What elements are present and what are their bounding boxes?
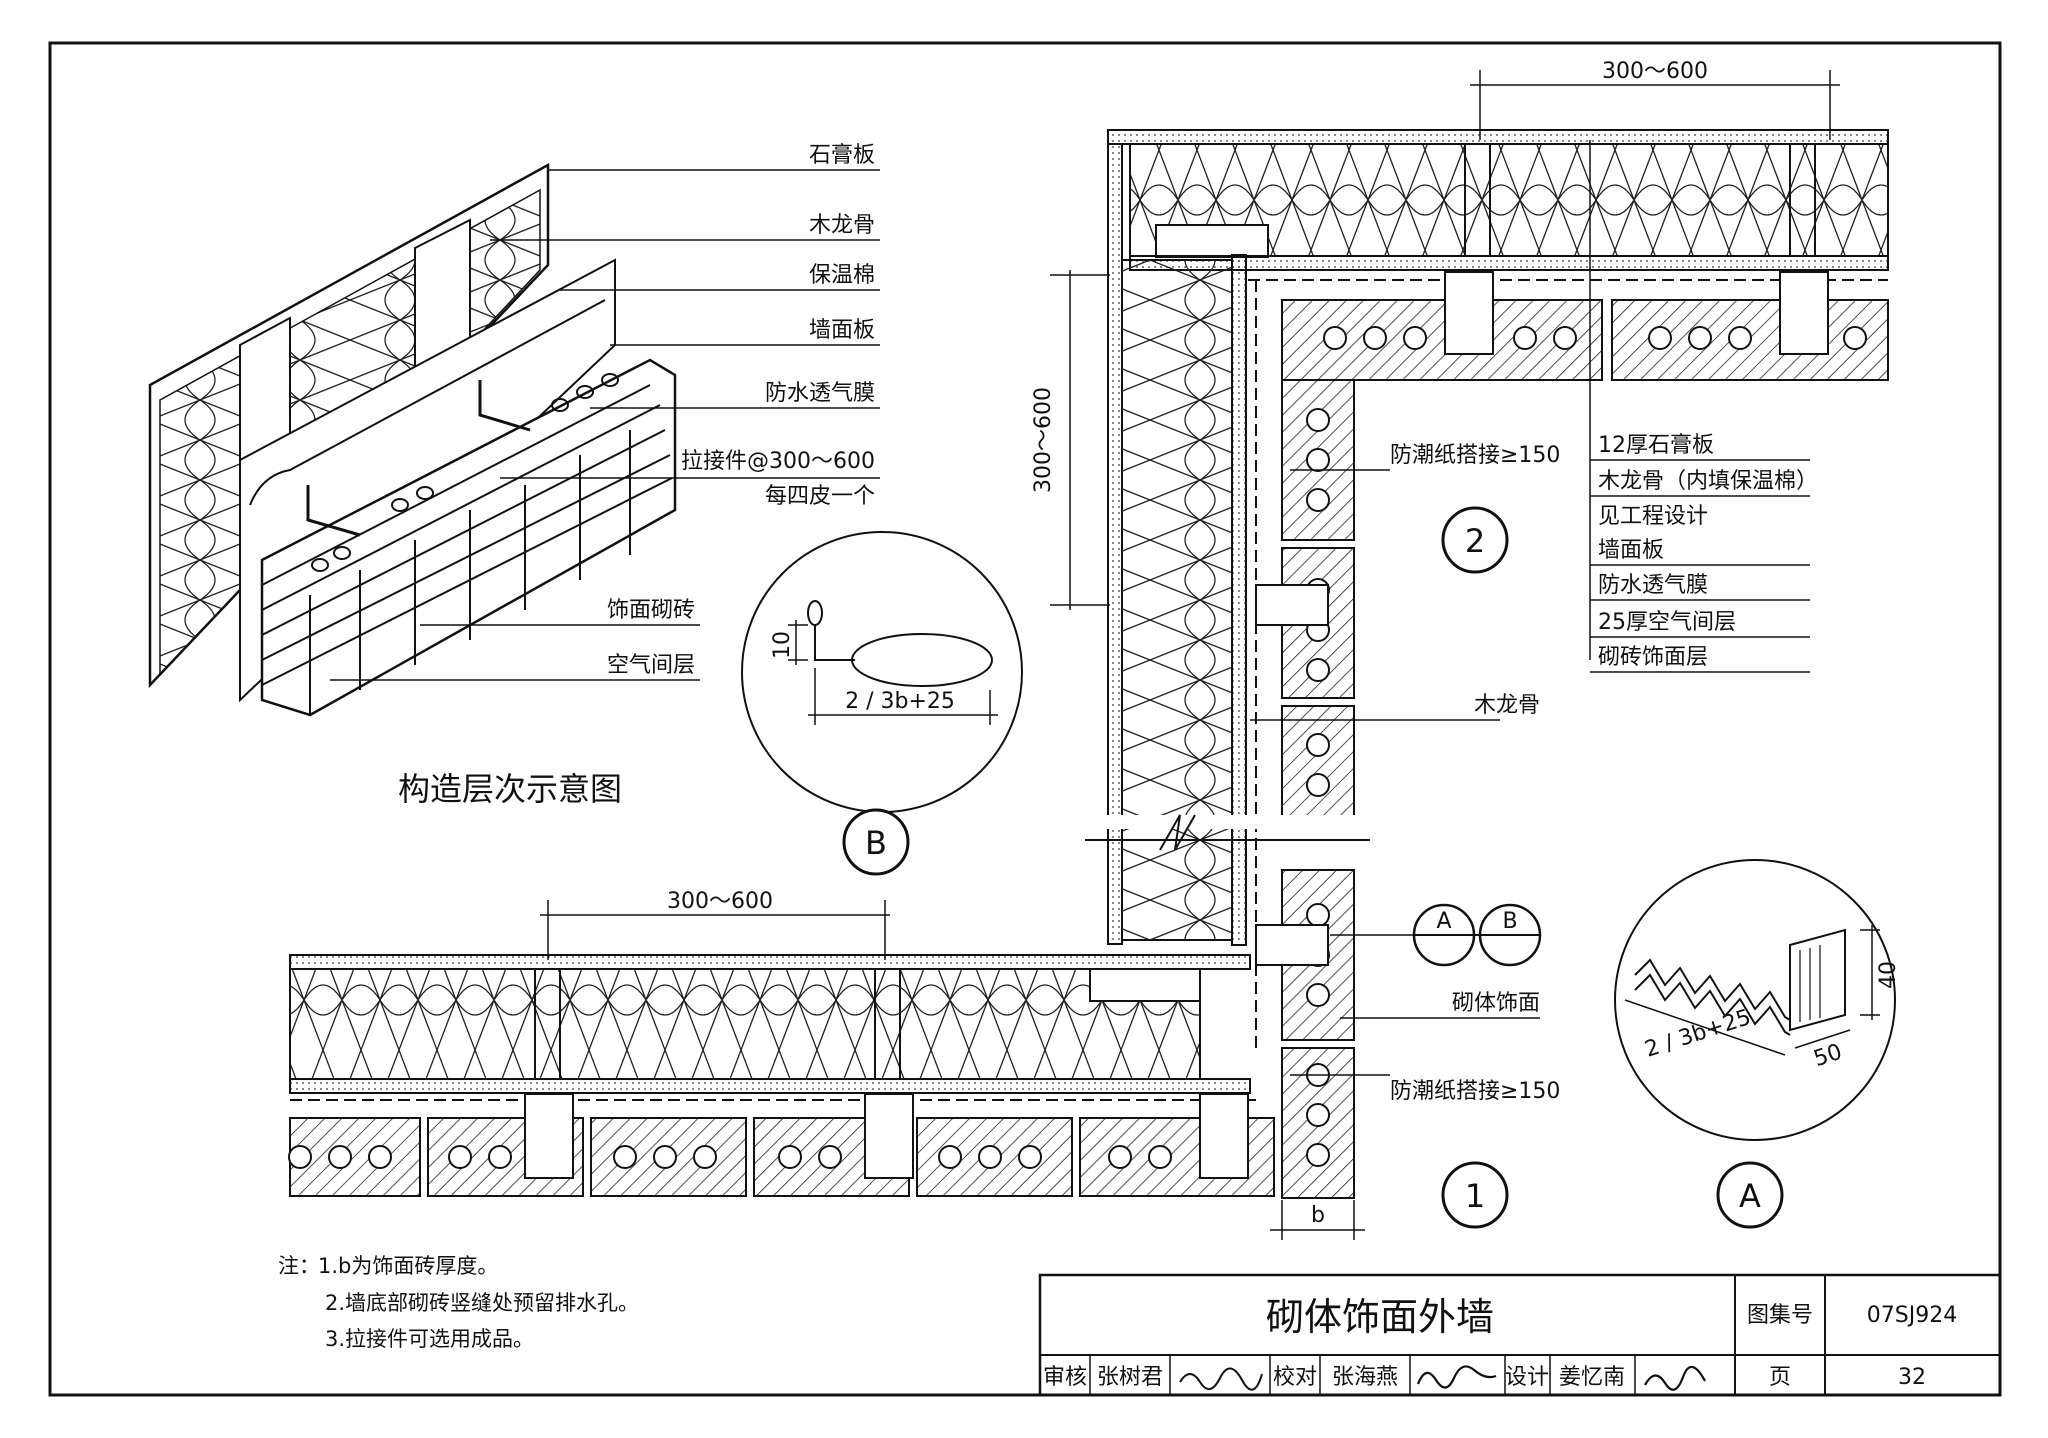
label-membrane: 防水透气膜 bbox=[765, 381, 875, 406]
dim-side-spacing: 300～600 bbox=[1031, 387, 1056, 493]
label-gypsum: 石膏板 bbox=[809, 143, 875, 168]
bottom-wall-insulation bbox=[289, 968, 1201, 1080]
plan-detail: 300～600 300～600 300～600 b 防潮纸搭接≥150 防潮纸搭… bbox=[288, 59, 1889, 1240]
label-veneer-plan: 砌体饰面 bbox=[1452, 991, 1540, 1016]
label-insulation: 保温棉 bbox=[809, 263, 875, 288]
layer-2: 见工程设计 bbox=[1598, 504, 1708, 529]
tie-eye-small bbox=[807, 600, 823, 626]
checker-signature bbox=[1416, 1365, 1497, 1389]
title-block: 砌体饰面外墙 图集号 07SJ924 审核 张树君 校对 张海燕 设计 姜忆南 … bbox=[1038, 1273, 2002, 1397]
axonometric-view: 石膏板 木龙骨 保温棉 墙面板 防水透气膜 拉接件@300～600 每四皮一个 … bbox=[148, 143, 880, 808]
label-sheathing: 墙面板 bbox=[809, 318, 875, 343]
bottom-brick-row bbox=[288, 1093, 1275, 1197]
detail-b: 10 2 / 3b+25 B bbox=[741, 531, 1023, 876]
atlas-number: 07SJ924 bbox=[1867, 1303, 1957, 1328]
reviewer-name: 张树君 bbox=[1097, 1365, 1163, 1390]
detail-a-dim-40: 40 bbox=[1876, 961, 1901, 989]
detail-a-dim-50: 50 bbox=[1811, 1040, 1845, 1072]
svg-text:1: 1 bbox=[1465, 1177, 1485, 1215]
designer-name: 姜忆南 bbox=[1559, 1365, 1625, 1390]
dim-top-spacing: 300～600 bbox=[1602, 59, 1708, 84]
svg-text:A: A bbox=[1436, 909, 1451, 934]
tie-eye-large bbox=[851, 633, 993, 687]
review-label: 审核 bbox=[1043, 1365, 1087, 1390]
svg-text:B: B bbox=[1502, 909, 1517, 934]
drawing-title: 砌体饰面外墙 bbox=[1266, 1295, 1494, 1339]
checker-name: 张海燕 bbox=[1332, 1365, 1398, 1390]
detail-a-dim-len: 2 / 3b+25 bbox=[1642, 1005, 1754, 1063]
label-tie-line2: 每四皮一个 bbox=[765, 484, 875, 509]
layer-3: 墙面板 bbox=[1598, 538, 1664, 563]
detail-b-dim-10: 10 bbox=[770, 631, 795, 659]
svg-text:2: 2 bbox=[1465, 522, 1485, 560]
brick-veneer-shape bbox=[260, 358, 677, 717]
atlas-label: 图集号 bbox=[1747, 1303, 1813, 1328]
note-2: 2.墙底部砌砖竖缝处预留排水孔。 bbox=[325, 1291, 639, 1315]
detail-a-marker bbox=[1716, 1161, 1784, 1229]
notes-prefix: 注： bbox=[278, 1254, 320, 1278]
label-stud: 木龙骨 bbox=[809, 213, 875, 238]
vertical-brick-column bbox=[1255, 379, 1355, 1199]
layer-4: 防水透气膜 bbox=[1598, 573, 1708, 598]
dim-bottom-spacing: 300～600 bbox=[667, 889, 773, 914]
reviewer-signature bbox=[1179, 1367, 1263, 1391]
page-label: 页 bbox=[1769, 1365, 1791, 1390]
detail-b-marker bbox=[842, 808, 910, 876]
design-label: 设计 bbox=[1505, 1365, 1549, 1390]
notes: 注： 1.b为饰面砖厚度。 2.墙底部砌砖竖缝处预留排水孔。 3.拉接件可选用成… bbox=[278, 1254, 639, 1351]
axonometric-caption: 构造层次示意图 bbox=[398, 770, 622, 808]
label-veneer: 饰面砌砖 bbox=[607, 598, 695, 623]
layer-legend: 12厚石膏板 木龙骨（内填保温棉） 见工程设计 墙面板 防水透气膜 25厚空气间… bbox=[1590, 433, 1818, 673]
dim-b: b bbox=[1311, 1203, 1325, 1228]
note-3: 3.拉接件可选用成品。 bbox=[325, 1327, 534, 1351]
sheet-border bbox=[48, 41, 2002, 1397]
tie-corrugated-shape bbox=[1634, 958, 1791, 1021]
svg-text:A: A bbox=[1739, 1177, 1761, 1215]
layer-1: 木龙骨（内填保温棉） bbox=[1598, 469, 1818, 494]
label-lap-top: 防潮纸搭接≥150 bbox=[1390, 443, 1560, 468]
page-number: 32 bbox=[1898, 1365, 1926, 1390]
marker-1 bbox=[1441, 1161, 1509, 1229]
detail-b-dim-len: 2 / 3b+25 bbox=[845, 689, 955, 714]
label-tie-line1: 拉接件@300～600 bbox=[681, 449, 875, 474]
layer-0: 12厚石膏板 bbox=[1598, 433, 1714, 458]
top-wall-insulation bbox=[1129, 143, 1889, 257]
check-label: 校对 bbox=[1273, 1365, 1317, 1390]
layer-5: 25厚空气间层 bbox=[1598, 610, 1736, 635]
marker-2 bbox=[1441, 506, 1509, 574]
note-1: 1.b为饰面砖厚度。 bbox=[318, 1254, 498, 1278]
top-brick-row bbox=[1281, 271, 1889, 381]
label-stud-plan: 木龙骨 bbox=[1474, 693, 1540, 718]
detail-a: 40 2 / 3b+25 50 A bbox=[1614, 859, 1901, 1229]
label-air-gap: 空气间层 bbox=[607, 653, 695, 678]
tie-plate-shape bbox=[1789, 928, 1846, 1032]
label-lap-bottom: 防潮纸搭接≥150 bbox=[1390, 1079, 1560, 1104]
layer-6: 砌砖饰面层 bbox=[1598, 645, 1708, 670]
designer-signature bbox=[1644, 1365, 1706, 1391]
svg-text:B: B bbox=[865, 824, 887, 862]
tie-shape bbox=[306, 485, 361, 537]
